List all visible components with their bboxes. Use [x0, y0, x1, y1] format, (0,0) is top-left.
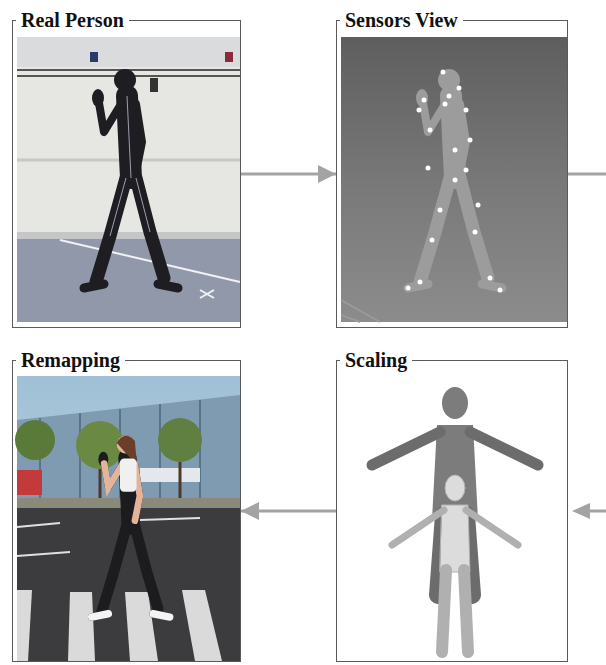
sensor-photo — [447, 94, 452, 99]
sensor-photo — [422, 98, 427, 103]
sensor-photo — [453, 178, 458, 183]
image-panel: Scaling — [336, 360, 568, 662]
studio-photo — [225, 52, 233, 62]
sensor-photo — [473, 230, 478, 235]
sensor-photo — [457, 86, 462, 91]
studio-photo — [110, 96, 150, 236]
studio-photo — [17, 239, 240, 322]
sensor-photo — [443, 102, 448, 107]
sensor-photo — [488, 276, 493, 281]
sensor-photo — [428, 128, 433, 133]
virtual-scene — [17, 590, 32, 661]
sensor-photo — [498, 288, 503, 293]
sensor-photo — [441, 70, 446, 75]
sensor-photo — [453, 148, 458, 153]
sensor-photo — [418, 280, 423, 285]
scaling-figures — [392, 475, 518, 652]
virtual-scene — [17, 376, 240, 661]
sensor-photo — [464, 108, 469, 113]
virtual-scene — [17, 518, 200, 527]
flow-arrow — [241, 510, 336, 513]
scaling-figures — [442, 570, 446, 652]
scaling-figures — [341, 376, 567, 661]
image-panel: Remapping — [12, 360, 241, 662]
scaling-figures — [442, 387, 468, 419]
scaling-figures — [392, 510, 444, 545]
sensor-photo — [341, 300, 380, 322]
virtual-scene — [120, 459, 137, 492]
panel-heading: Real Person — [16, 8, 129, 32]
sensor-photo — [426, 166, 431, 171]
virtual-scene — [17, 590, 222, 661]
virtual-scene — [182, 590, 222, 661]
studio-photo — [150, 78, 158, 92]
virtual-scene — [140, 468, 200, 482]
image-panel: Real Person — [12, 20, 241, 328]
panel-heading: Scaling — [340, 348, 412, 372]
sensor-photo — [406, 286, 411, 291]
virtual-scene — [158, 418, 202, 462]
sensor-photo — [408, 69, 502, 288]
virtual-scene — [104, 463, 122, 487]
image-panel: Sensors View — [336, 20, 568, 328]
virtual-scene — [15, 420, 55, 460]
flow-continuation — [568, 174, 606, 519]
sensor-photo — [341, 37, 567, 322]
virtual-scene — [15, 376, 240, 661]
sensor-photo — [417, 108, 422, 113]
scaling-figures — [440, 505, 470, 572]
virtual-scene — [92, 614, 170, 617]
studio-photo — [90, 52, 98, 62]
scaling-figures — [466, 510, 518, 545]
studio-photo — [84, 69, 178, 288]
virtual-scene — [17, 552, 70, 556]
sensor-photo — [406, 70, 503, 293]
virtual-scene — [92, 435, 170, 617]
studio-photo — [200, 290, 214, 298]
studio-photo — [17, 232, 240, 240]
flow-arrow — [241, 173, 336, 176]
scaling-figures — [372, 387, 538, 595]
sensor-photo — [468, 138, 473, 143]
studio-photo — [17, 37, 240, 67]
flow-continuation — [572, 503, 590, 519]
scaling-figures — [341, 376, 567, 661]
virtual-scene — [68, 592, 95, 661]
virtual-scene — [17, 470, 42, 495]
sensor-photo — [438, 208, 443, 213]
sensor-photo — [430, 238, 435, 243]
scaling-figures — [445, 475, 465, 501]
sensor-photo — [341, 37, 567, 322]
scaling-figures — [464, 570, 468, 652]
flow-continuation — [568, 173, 606, 176]
virtual-scene — [92, 435, 170, 617]
scaling-figures — [470, 432, 538, 465]
panel-heading: Sensors View — [340, 8, 463, 32]
panel-heading: Remapping — [16, 348, 125, 372]
virtual-scene — [117, 436, 137, 461]
sensor-photo — [476, 203, 481, 208]
studio-photo — [17, 37, 240, 322]
sensor-photo — [464, 168, 469, 173]
scaling-figures — [372, 432, 440, 465]
